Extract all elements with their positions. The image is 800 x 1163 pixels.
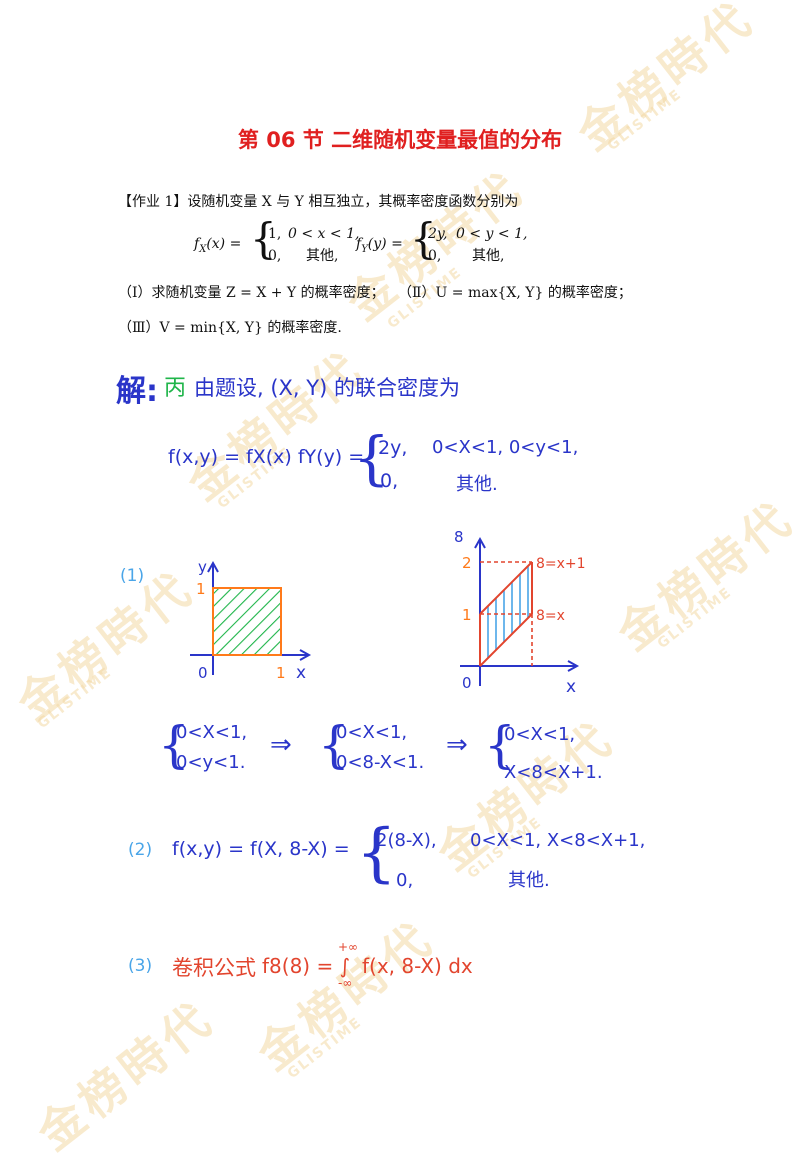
step3-title: 卷积公式: [172, 956, 256, 980]
sys2-line2: 0<8-X<1.: [336, 752, 425, 773]
joint-case1-val: 2y,: [378, 437, 408, 459]
fx-name: f: [194, 236, 200, 252]
solution-head: 解:: [116, 374, 158, 409]
solution-intro: 由题设, (X, Y) 的联合密度为: [194, 376, 460, 400]
fy-name: f: [356, 236, 362, 252]
g1-region: [212, 587, 282, 656]
graph-strip-region: 8 x 0 2 1 8=x+1 8=x: [454, 528, 586, 697]
step1-label: (1): [120, 566, 145, 586]
fx-brace: {: [250, 214, 277, 263]
sys2-brace: {: [318, 716, 350, 774]
sys3-line1: 0<X<1,: [504, 724, 576, 745]
g2-line-lower: [479, 613, 533, 667]
step2-brace: {: [356, 816, 397, 890]
step2-case1-val: 2(8-X),: [376, 830, 437, 851]
fx-definition: fX(x) = { 1, 0 < x < 1, 0, 其他,: [194, 216, 384, 268]
fx-arg: (x) =: [206, 236, 242, 252]
watermark: 金榜時代: [177, 340, 375, 511]
g2-y-arrow: [474, 536, 486, 549]
sys3-line2: X<8<X+1.: [504, 762, 603, 783]
problem-part3: （Ⅲ）V = min{X, Y} 的概率密度.: [118, 320, 342, 336]
fx-case1-val: 1,: [268, 226, 282, 242]
fy-case1-val: 2y,: [428, 226, 448, 242]
step3-integrand: f(x, 8-X) dx: [362, 954, 473, 978]
sys2-line1: 0<X<1,: [336, 722, 408, 743]
g1-origin: 0: [198, 664, 208, 682]
g2-line-upper-label: 8=x+1: [536, 556, 586, 572]
g1-x-arrow: [299, 649, 312, 661]
fy-case1-cond: 0 < y < 1,: [456, 226, 528, 242]
step3-formula: f8(8) = ∫: [262, 954, 350, 978]
fx-case2-val: 0,: [268, 248, 282, 264]
g2-tick-y1: 1: [462, 606, 472, 624]
g2-tick-y2: 2: [462, 554, 472, 572]
fy-arg: (y) =: [367, 236, 403, 252]
fx-case1-cond: 0 < x < 1,: [288, 226, 360, 242]
g2-x-label: x: [566, 677, 576, 697]
watermark: 金榜時代: [7, 560, 205, 731]
fy-case2-val: 0,: [428, 248, 442, 264]
step3-lower: -∞: [338, 976, 353, 990]
g1-x-label: x: [296, 663, 306, 683]
problem-intro: 【作业 1】设随机变量 X 与 Y 相互独立，其概率密度函数分别为: [118, 194, 519, 210]
g1-tick-x: 1: [276, 664, 286, 682]
fy-sub: Y: [361, 243, 368, 255]
problem-part2: （Ⅱ）U = max{X, Y} 的概率密度；: [398, 285, 632, 301]
step2-case2-val: 0,: [396, 870, 414, 891]
step2-lhs: f(x,y) = f(X, 8-X) =: [172, 838, 350, 860]
page-title: 第 06 节 二维随机变量最值的分布: [237, 128, 563, 152]
g2-hatch: [487, 562, 529, 666]
sys1-line2: 0<y<1.: [176, 752, 246, 773]
step2-label: (2): [128, 840, 153, 860]
g1-tick-y: 1: [196, 580, 206, 598]
step2-case2-cond: 其他.: [508, 870, 550, 891]
sys1-line1: 0<X<1,: [176, 722, 248, 743]
g2-origin: 0: [462, 674, 472, 692]
g1-y-arrow: [207, 560, 219, 573]
joint-density-lhs: f(x,y) = fX(x) fY(y) =: [168, 446, 365, 468]
joint-density-brace: {: [353, 424, 390, 492]
problem-part1: （Ⅰ）求随机变量 Z = X + Y 的概率密度；: [118, 285, 385, 301]
graph-unit-square: y x 0 1 1: [190, 558, 312, 683]
watermark: 金榜時代: [247, 910, 445, 1081]
g2-y-label: 8: [454, 528, 464, 546]
step2-case1-cond: 0<X<1, X<8<X+1,: [470, 830, 646, 851]
fx-sub: X: [199, 243, 207, 255]
solution-marker: 丙: [164, 376, 187, 401]
g2-x-arrow: [567, 660, 580, 672]
step3-label: (3): [128, 956, 153, 976]
implies-arrow-1: ⇒: [270, 730, 292, 760]
watermark: 金榜時代: [607, 490, 800, 661]
fy-case2-cond: 其他,: [472, 248, 505, 264]
g2-line-lower-label: 8=x: [536, 608, 565, 624]
implies-arrow-2: ⇒: [446, 730, 468, 760]
g1-y-label: y: [198, 558, 207, 576]
fx-case2-cond: 其他,: [306, 248, 339, 264]
watermark: 金榜時代: [27, 990, 225, 1161]
step3-upper: +∞: [338, 940, 359, 954]
sys1-brace: {: [158, 716, 190, 774]
sys3-brace: {: [484, 716, 516, 774]
g2-line-upper: [479, 561, 533, 615]
joint-case2-cond: 其他.: [456, 474, 498, 495]
joint-case1-cond: 0<X<1, 0<y<1,: [432, 437, 579, 458]
fy-definition: fY(y) = { 2y, 0 < y < 1, 0, 其他,: [356, 216, 556, 268]
joint-case2-val: 0,: [380, 470, 399, 492]
fy-brace: {: [410, 214, 437, 263]
